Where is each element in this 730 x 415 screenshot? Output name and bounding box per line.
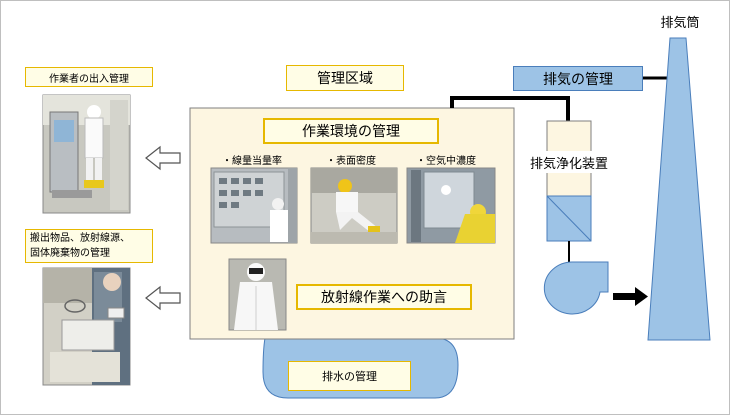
arrow-to-materials-management xyxy=(145,285,181,311)
drainage-label: 排水の管理 xyxy=(288,361,411,391)
dose-rate-caption: ・線量当量率 xyxy=(222,156,282,167)
materials-label: 搬出物品、放射線源、 固体廃棄物の管理 xyxy=(25,229,153,263)
stack-label: 排気筒 xyxy=(660,15,700,31)
photo-dose-rate xyxy=(210,167,298,244)
exhaust-fan xyxy=(543,261,609,315)
photo-materials xyxy=(42,267,131,386)
worker-access-label: 作業者の出入管理 xyxy=(25,67,153,87)
radiation-advice-label: 放射線作業への助言 xyxy=(296,284,472,310)
fan-to-stack-arrow-head xyxy=(635,287,648,306)
surface-density-caption: ・表面密度 xyxy=(326,156,376,167)
materials-label-line-1: 搬出物品、放射線源、 xyxy=(30,233,130,244)
exhaust-stack xyxy=(647,37,711,341)
photo-surface-density xyxy=(310,167,398,244)
exhaust-management-label: 排気の管理 xyxy=(513,66,643,91)
work-environment-label: 作業環境の管理 xyxy=(263,118,439,144)
air-concentration-caption: ・空気中濃度 xyxy=(416,156,476,167)
photo-radiation-advice xyxy=(228,258,287,331)
photo-worker-access xyxy=(42,94,131,214)
exhaust-purifier-label: 排気浄化装置 xyxy=(523,151,615,173)
purifier-filter-diagonal xyxy=(546,195,592,242)
materials-label-line-2: 固体廃棄物の管理 xyxy=(30,248,110,259)
fan-to-stack-arrow-shaft xyxy=(613,293,635,300)
exhaust-duct-line xyxy=(450,96,570,121)
arrow-to-worker-access xyxy=(145,145,181,171)
controlled-area-label: 管理区域 xyxy=(286,65,404,91)
photo-air-concentration xyxy=(406,167,496,244)
